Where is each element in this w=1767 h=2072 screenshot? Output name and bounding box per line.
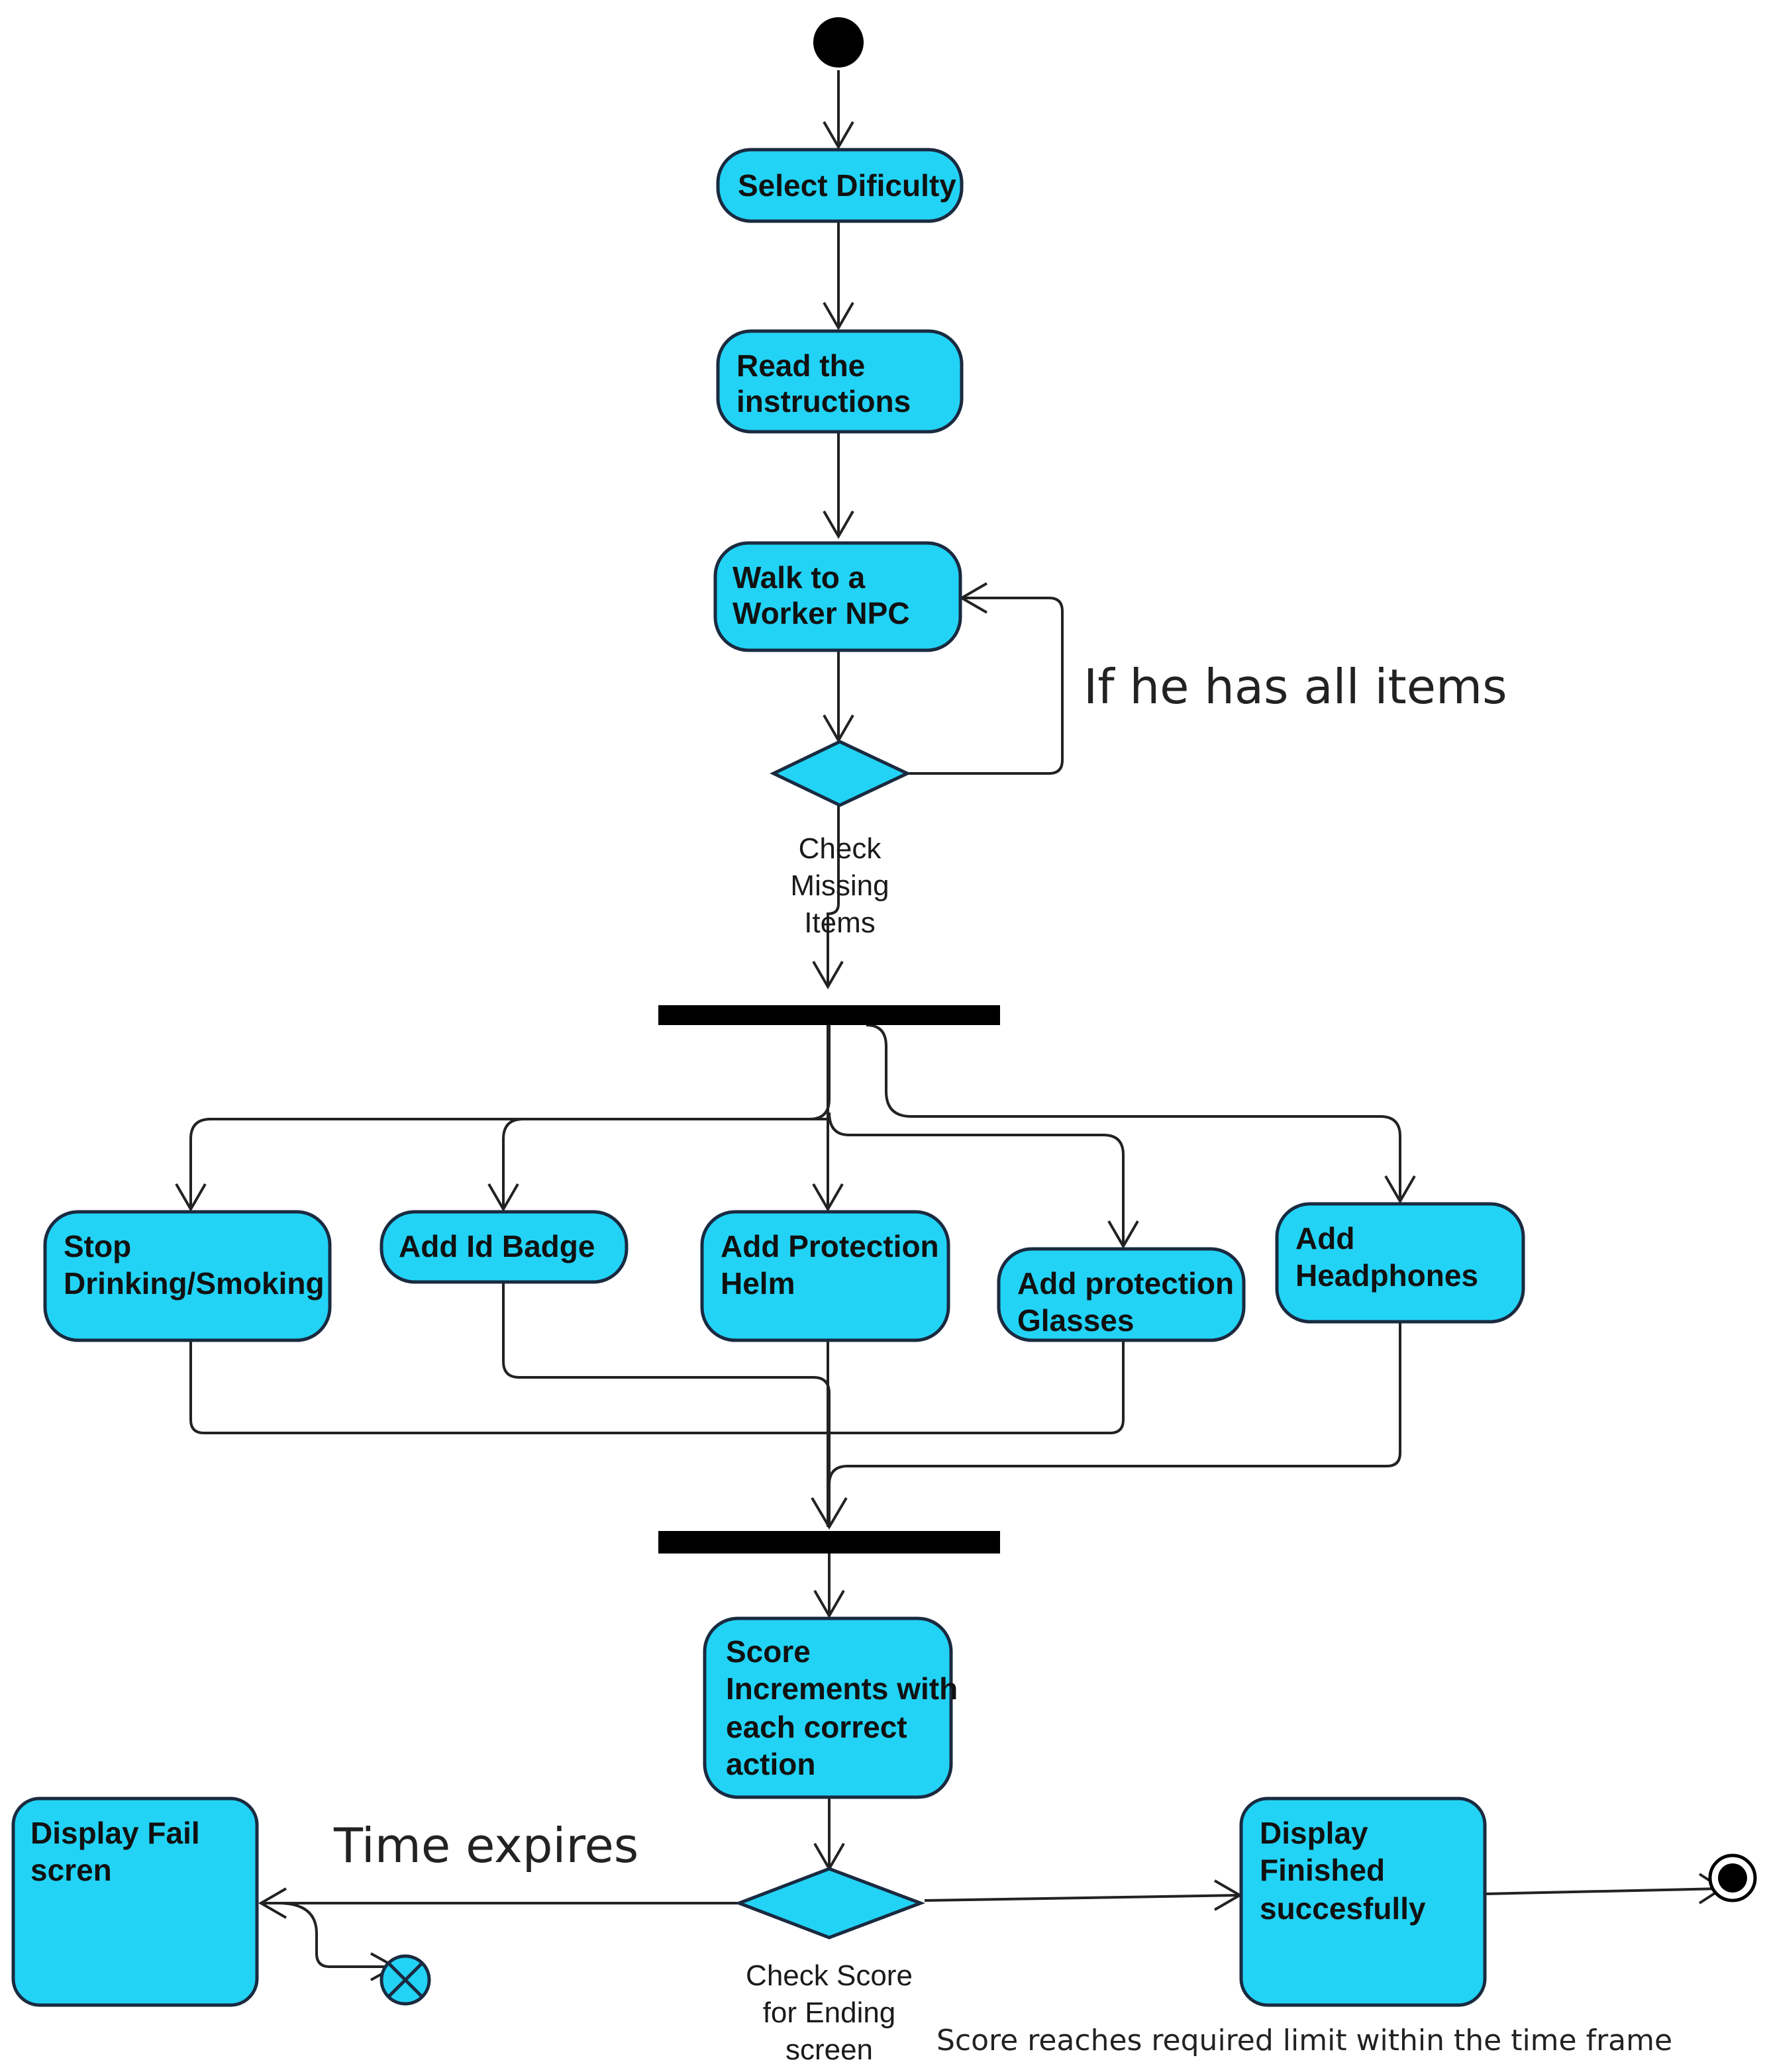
node-add-headphones: Add Headphones — [1275, 1202, 1525, 1324]
node-score-increments: Score Increments with each correct actio… — [703, 1616, 958, 1799]
node-label: Drinking/Smoking — [64, 1266, 325, 1301]
arrowhead — [1107, 1220, 1139, 1249]
node-label: Add Id Badge — [399, 1229, 595, 1263]
node-label: Increments with — [726, 1671, 958, 1706]
node-walk-to-worker: Walk to a Worker NPC — [713, 541, 962, 652]
edge-check-fork — [827, 805, 840, 987]
initial-node — [813, 17, 864, 68]
node-label: each correct — [726, 1710, 907, 1744]
edge-fail-flowfinal — [278, 1902, 395, 1968]
node-select-difficulty: Select Dificulty — [716, 148, 964, 223]
node-label: Add protection — [1017, 1266, 1234, 1301]
decision-label: Items — [804, 907, 876, 939]
decision-label: screen — [785, 2034, 873, 2066]
decision-check-missing-items: Check Missing Items — [770, 740, 911, 939]
arrowhead — [175, 1183, 207, 1212]
node-label: Helm — [721, 1266, 795, 1301]
node-label: Add — [1295, 1221, 1354, 1256]
edge-fork-glasses — [828, 1112, 1125, 1246]
edge-loop-all-items — [907, 597, 1064, 775]
node-label: Display — [1260, 1816, 1368, 1850]
flow-final-x-icon — [388, 1963, 423, 1997]
edge-stop-glasses-join — [189, 1342, 1125, 1434]
node-label: Display Fail — [30, 1816, 200, 1850]
edge-check-finished — [924, 1894, 1240, 1902]
node-label: Finished — [1260, 1853, 1385, 1887]
edge-headphones-join — [828, 1323, 1401, 1485]
guard-time-expires: Time expires — [333, 1818, 638, 1873]
decision-label: Check — [799, 832, 882, 865]
decision-check-score: Check Score for Ending screen — [734, 1867, 926, 2066]
guard-all-items: If he has all items — [1084, 659, 1507, 715]
node-label: Glasses — [1017, 1303, 1134, 1338]
arrowhead — [813, 1589, 845, 1618]
node-label: Score — [726, 1634, 811, 1669]
node-label: scren — [30, 1853, 112, 1887]
arrowhead — [823, 301, 854, 330]
node-stop-drinking-smoking: Stop Drinking/Smoking — [43, 1210, 332, 1342]
edge-fork-badge — [502, 1118, 829, 1209]
edge-fork-stop — [189, 1025, 831, 1209]
node-label: Worker NPC — [732, 596, 910, 630]
arrowhead — [811, 1497, 848, 1530]
node-label: Read the — [736, 348, 865, 383]
arrowhead — [823, 510, 854, 539]
node-add-id-badge: Add Id Badge — [379, 1210, 629, 1284]
activity-final-node — [1708, 1853, 1757, 1902]
fork-bar — [658, 1005, 1000, 1025]
edges — [175, 70, 1725, 1981]
arrowhead — [258, 1887, 287, 1919]
node-label: Walk to a — [732, 560, 866, 595]
node-label: action — [726, 1747, 815, 1781]
node-label: Select Dificulty — [738, 168, 956, 203]
node-display-fail: Display Fail scren — [11, 1797, 259, 2007]
arrowhead — [1384, 1175, 1416, 1204]
flow-final-node — [379, 1954, 431, 2006]
node-label: Add Protection — [721, 1229, 939, 1263]
arrowhead — [812, 1183, 844, 1212]
edge-finished-end — [1486, 1887, 1723, 1895]
node-label: Stop — [64, 1229, 131, 1263]
decision-label: Check Score — [746, 1959, 913, 1992]
node-read-instructions: Read the instructions — [716, 329, 964, 434]
decision-label: for Ending — [763, 1997, 896, 2029]
arrowhead — [812, 960, 844, 989]
node-label: succesfully — [1260, 1891, 1426, 1926]
edge-fork-headphones — [866, 1024, 1401, 1201]
arrowhead — [823, 714, 854, 743]
arrowhead — [823, 121, 854, 150]
guard-score-reached: Score reaches required limit within the … — [936, 2024, 1672, 2057]
decision-label: Missing — [790, 869, 889, 902]
arrowhead — [487, 1183, 519, 1212]
node-add-protection-glasses: Add protection Glasses — [997, 1247, 1246, 1342]
node-label: instructions — [736, 384, 911, 419]
join-bar — [658, 1531, 1000, 1554]
node-display-finished: Display Finished succesfully — [1239, 1797, 1487, 2007]
node-add-protection-helm: Add Protection Helm — [700, 1210, 950, 1342]
node-label: Headphones — [1295, 1258, 1478, 1293]
